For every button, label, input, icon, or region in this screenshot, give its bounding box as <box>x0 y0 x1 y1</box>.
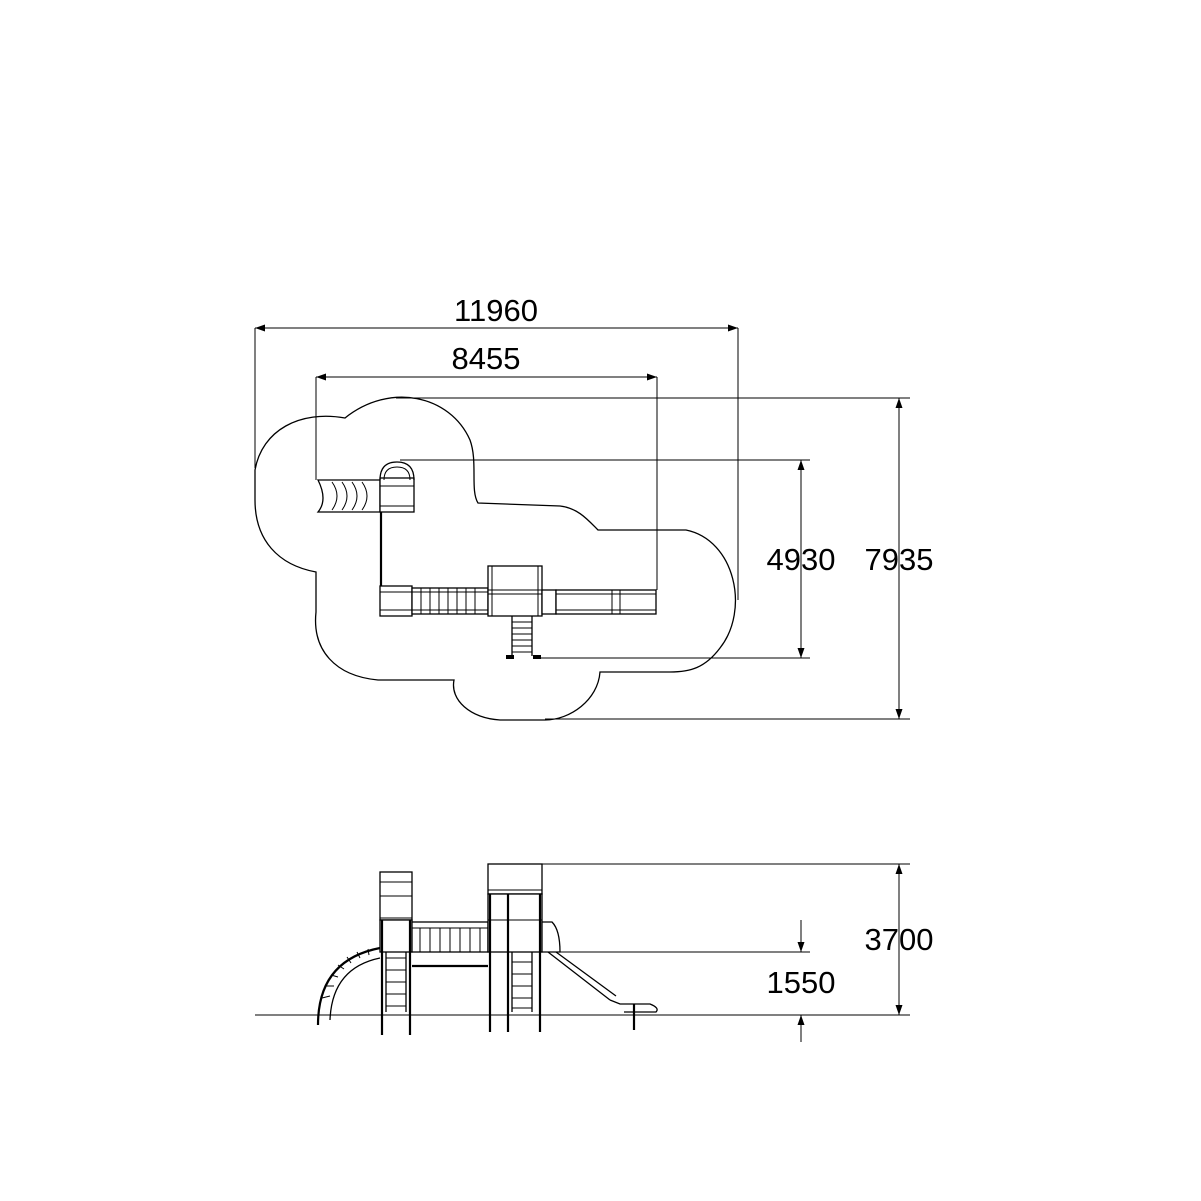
safety-zone-outline <box>254 396 737 721</box>
spiral-slide-top-view <box>316 479 381 513</box>
straight-slide-top-view <box>541 589 657 615</box>
left-tower-side-view <box>379 871 413 1035</box>
platform-height-label: 1550 <box>767 965 836 1000</box>
platform-lower-left <box>379 585 413 617</box>
plan-structure <box>316 461 657 659</box>
plan-view: 11960 8455 4930 7935 <box>254 293 934 721</box>
total-height-label: 3700 <box>865 922 934 957</box>
bridge-top-view <box>411 587 489 615</box>
overall-depth-label: 7935 <box>865 542 934 577</box>
bridge-side-view <box>411 921 489 968</box>
plan-extension-lines <box>254 328 910 720</box>
tower-main <box>487 565 543 617</box>
tower-top-left <box>379 461 415 513</box>
elevation-view: 3700 1550 <box>255 863 934 1042</box>
spiral-slide-side-view <box>316 946 381 1026</box>
structure-depth-label: 4930 <box>767 542 836 577</box>
structure-width-label: 8455 <box>452 341 521 376</box>
ladder-top-view <box>506 616 541 659</box>
straight-slide-side-view <box>541 921 658 1030</box>
overall-width-label: 11960 <box>454 293 538 328</box>
main-tower-side-view <box>487 863 543 1032</box>
